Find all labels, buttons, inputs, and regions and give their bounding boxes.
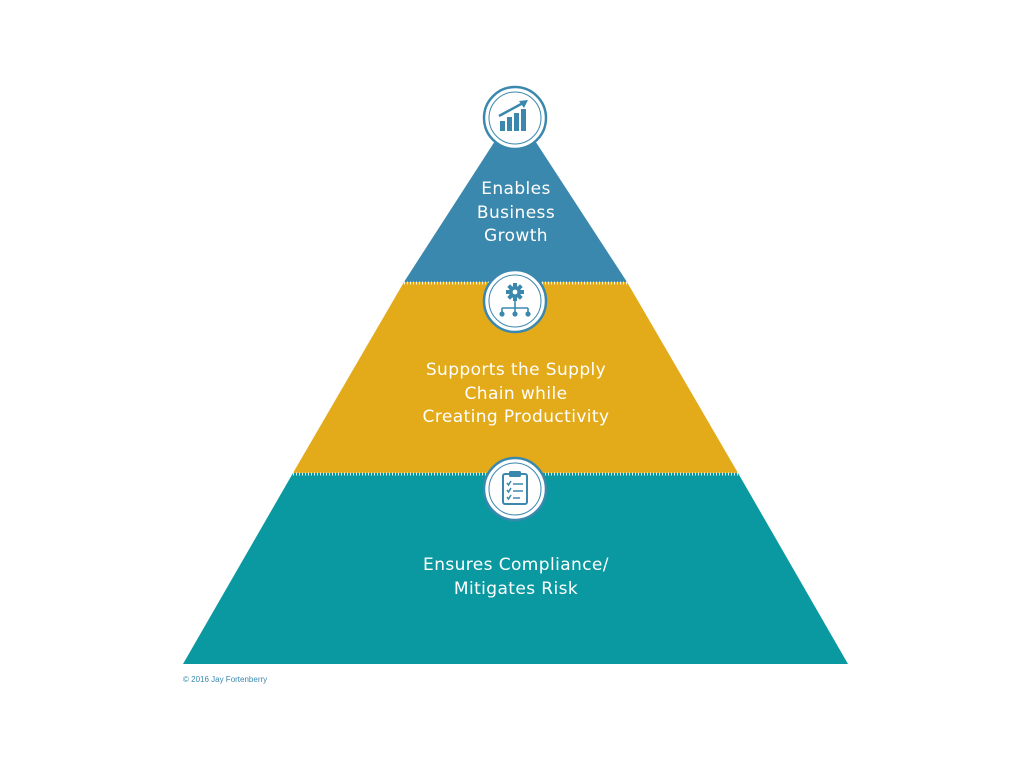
tier-middle-line: Supports the Supply xyxy=(425,360,607,380)
pyramid-tier-middle xyxy=(293,282,738,473)
tier-bottom-line: Ensures Compliance/ xyxy=(423,555,609,575)
tier-top-line: Growth xyxy=(484,226,548,246)
tier-top-line: Business xyxy=(476,202,556,223)
clipboard-checklist-icon xyxy=(482,456,548,522)
tier-middle-label: Supports the Supply Chain while Creating… xyxy=(376,359,656,430)
tier-top-label: Enables Business Growth xyxy=(416,178,616,249)
tier-bottom-label: Ensures Compliance/ Mitigates Risk xyxy=(366,554,666,601)
bar-chart-growth-icon xyxy=(482,85,548,151)
tier-bottom-line: Mitigates Risk xyxy=(453,578,579,599)
copyright-notice: © 2016 Jay Fortenberry xyxy=(183,675,268,684)
tier-middle-line: Chain while xyxy=(464,383,568,404)
tier-top-line: Enables xyxy=(481,179,551,199)
pyramid-tier-top xyxy=(404,110,627,282)
tier-middle-line: Creating Productivity xyxy=(422,407,610,427)
gear-org-chart-icon xyxy=(482,268,548,334)
pyramid-tier-bottom xyxy=(183,473,848,664)
